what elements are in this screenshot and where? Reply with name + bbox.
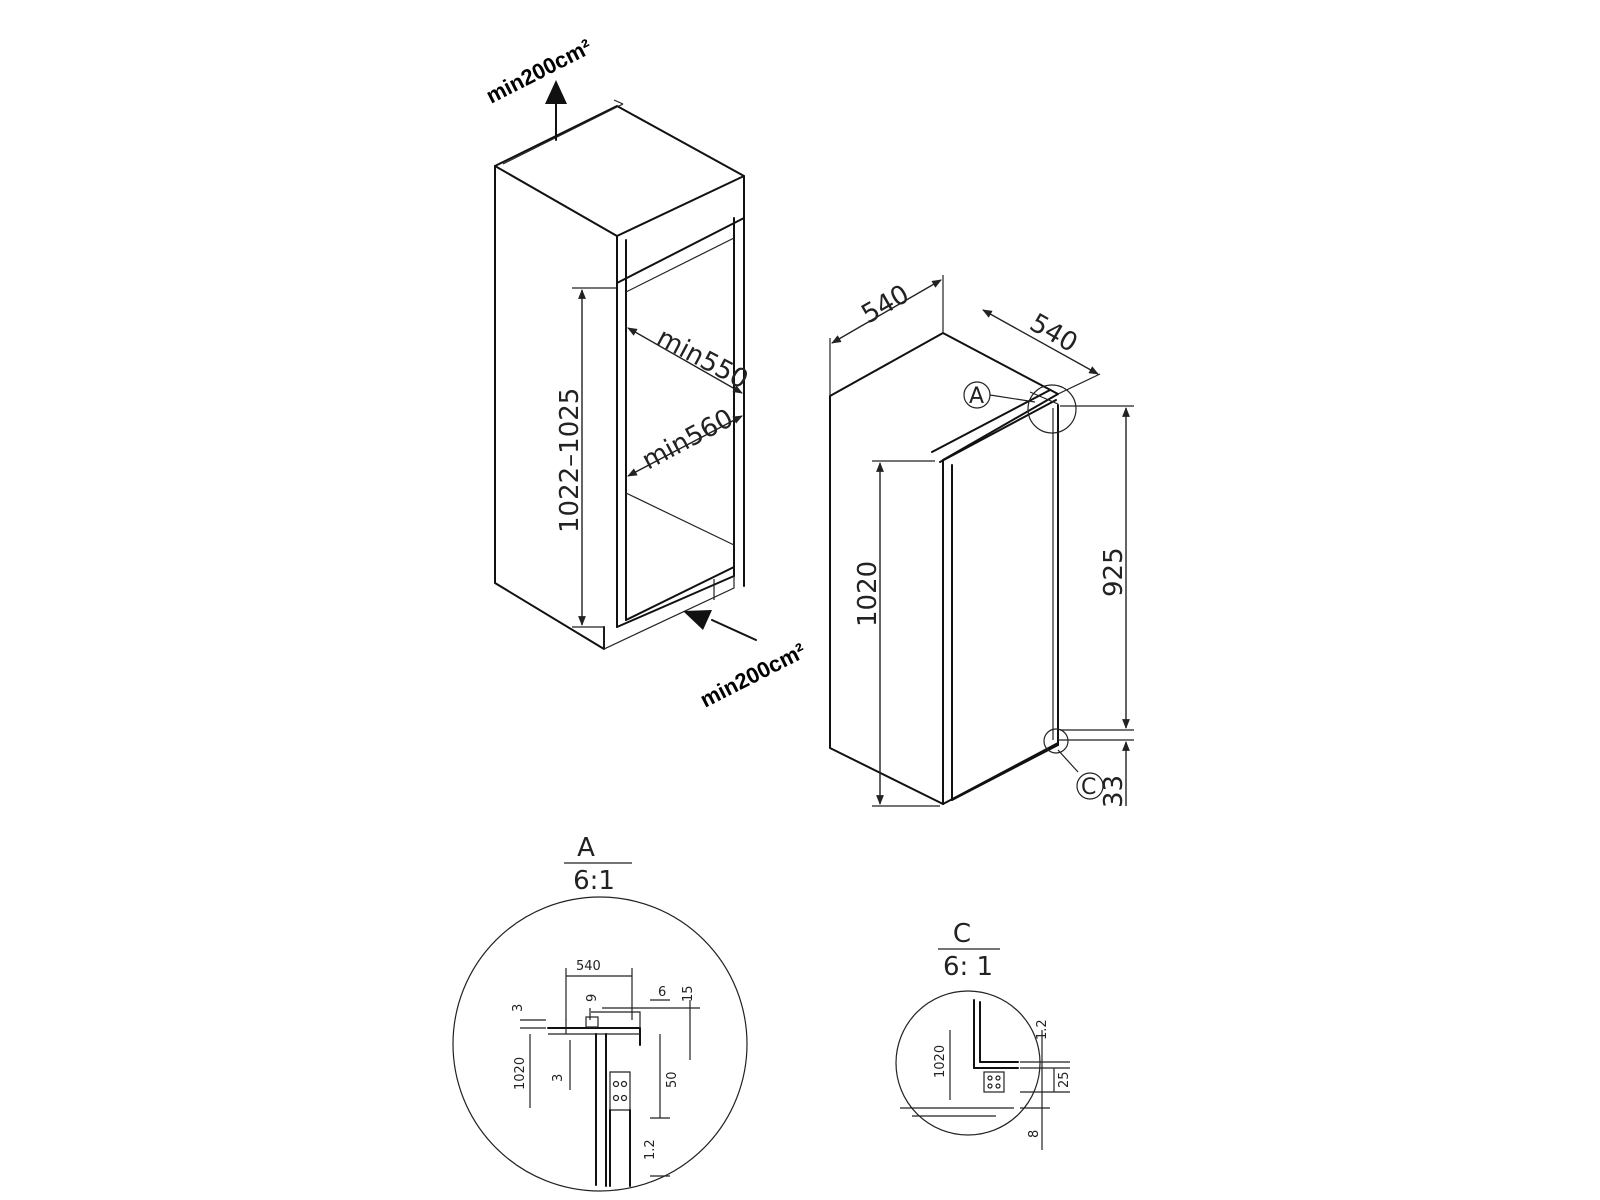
detail-a-dim-1020: 1020	[513, 1057, 528, 1090]
detail-c-dim-1020: 1020	[933, 1045, 948, 1078]
plinth-label: 33	[1099, 775, 1129, 808]
detail-c-dimensions	[949, 1030, 1070, 1150]
detail-a-scale: 6:1	[573, 866, 615, 896]
detail-a-dim-50: 50	[665, 1071, 680, 1088]
appliance-depth-dimension	[982, 309, 1101, 395]
vent-bottom-label: min200cm²	[696, 638, 810, 712]
vent-top-label: min200cm²	[482, 34, 596, 108]
door-height-label: 925	[1099, 547, 1129, 597]
appliance-width-label: 540	[857, 279, 915, 330]
detail-a-dimensions	[520, 968, 700, 1177]
appliance-width-dimension	[829, 275, 944, 396]
detail-a-dim-3b: 3	[551, 1074, 566, 1082]
callout-c-circle	[1043, 728, 1079, 773]
appliance-height-label: 1020	[853, 561, 883, 627]
vent-arrow-top	[545, 80, 567, 141]
detail-a-dim-540: 540	[576, 959, 601, 974]
detail-c-circle	[895, 990, 1041, 1136]
callout-c-marker	[1076, 772, 1104, 800]
callout-a-letter: A	[969, 384, 984, 409]
detail-c-dim-1-2: 1.2	[1035, 1019, 1050, 1040]
detail-c-dim-8: 8	[1027, 1130, 1042, 1138]
detail-a-dim-6: 6	[658, 985, 666, 1000]
detail-a-dim-15: 15	[681, 985, 696, 1002]
niche-depth-dimension	[627, 327, 743, 394]
detail-c-dim-25: 25	[1057, 1071, 1072, 1088]
vent-arrow-bottom	[683, 610, 757, 641]
callout-a-circle	[1027, 384, 1077, 434]
detail-c-letter: C	[953, 919, 971, 949]
niche-height-label: 1022–1025	[555, 388, 585, 533]
niche-cabinet	[494, 99, 745, 650]
niche-height-dimension	[572, 287, 617, 628]
appliance-height-dimension	[872, 460, 940, 807]
detail-c-scale: 6: 1	[943, 952, 993, 982]
appliance-depth-label: 540	[1025, 308, 1083, 359]
door-height-dimension	[1060, 405, 1134, 731]
niche-width-label: min560	[637, 403, 738, 476]
detail-a-dim-1-2: 1.2	[643, 1139, 658, 1160]
callout-c-letter: C	[1081, 775, 1096, 800]
plinth-dimension	[1058, 739, 1134, 806]
niche-width-dimension	[627, 415, 743, 477]
niche-depth-label: min550	[652, 323, 753, 396]
detail-a-dim-3a: 3	[511, 1004, 526, 1012]
detail-a-letter: A	[577, 833, 595, 863]
detail-a-circle	[452, 896, 748, 1192]
callout-a-marker	[963, 381, 1036, 409]
detail-a-dim-9: 9	[585, 994, 600, 1002]
